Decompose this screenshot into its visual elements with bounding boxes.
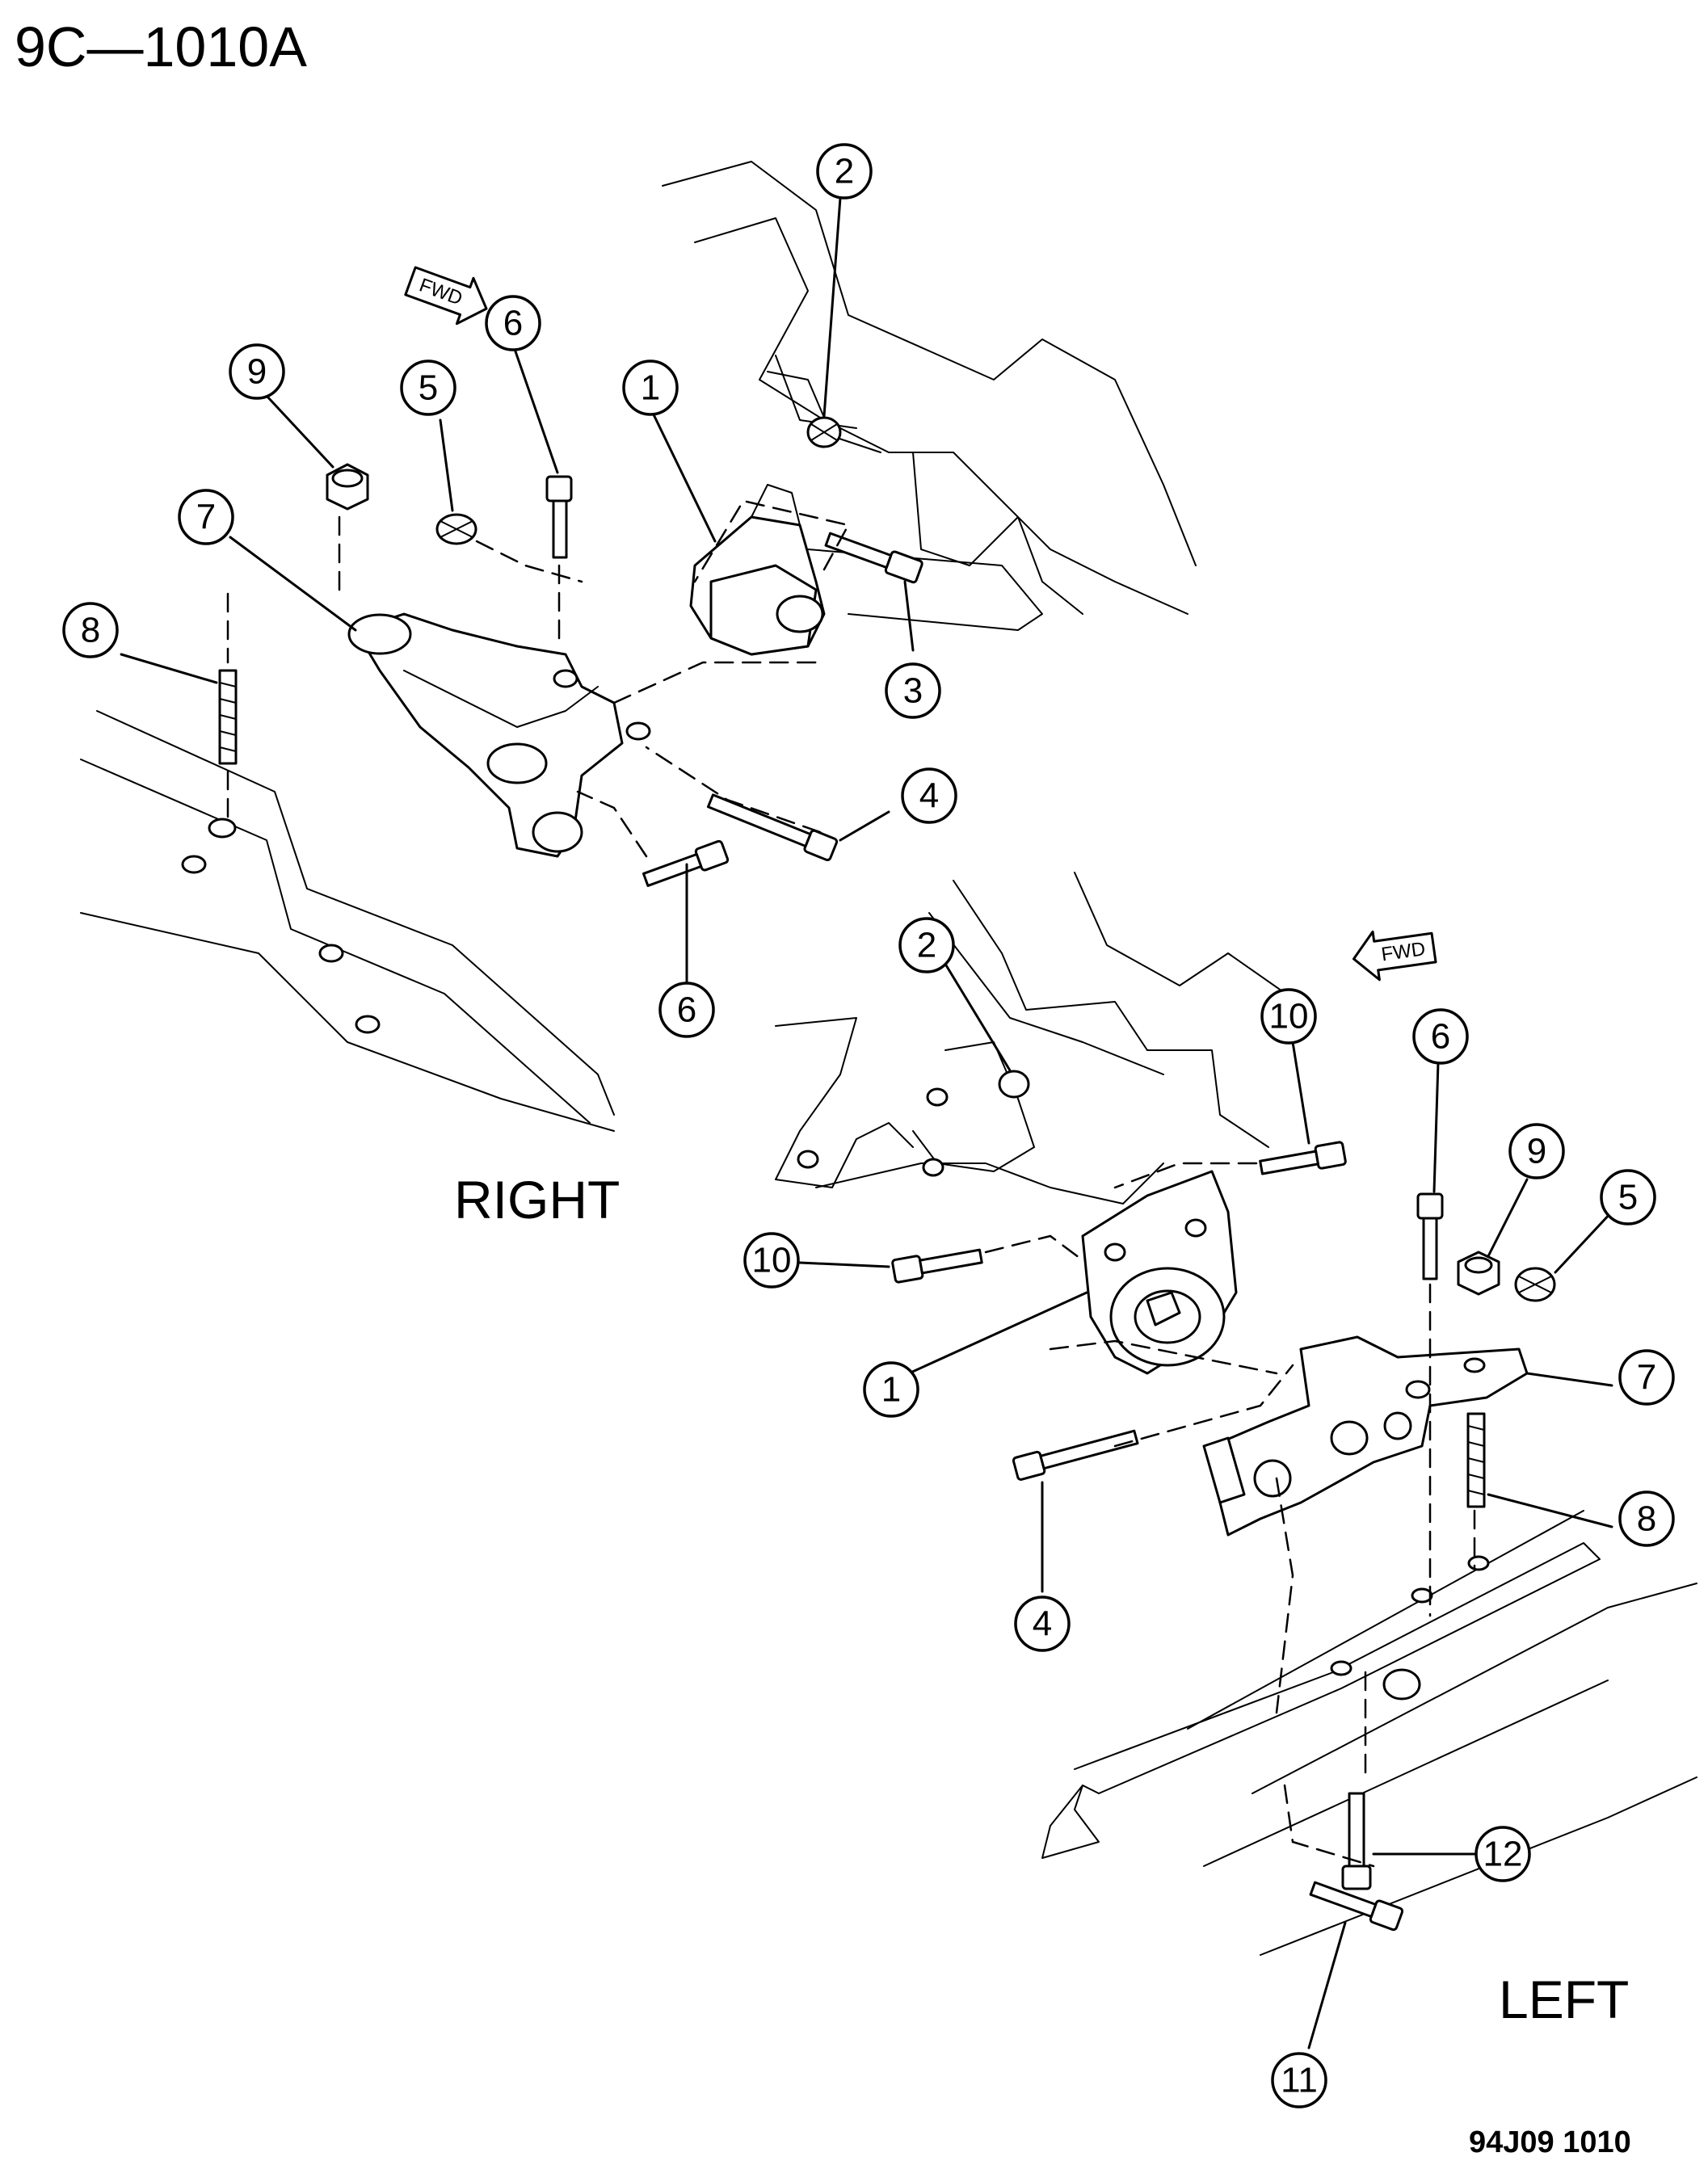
left-frame-rail <box>1041 1510 1697 1956</box>
footer-code: 94J09 1010 <box>1469 2125 1631 2159</box>
left-callout-4: 4 <box>1014 1596 1071 1652</box>
svg-text:4: 4 <box>919 776 939 816</box>
right-callout-7: 7 <box>178 489 234 545</box>
svg-text:2: 2 <box>917 926 936 965</box>
right-bolt-6-top <box>545 475 573 559</box>
left-callout-8: 8 <box>1618 1490 1675 1547</box>
right-bracket <box>347 612 651 858</box>
right-engine-block <box>662 161 1197 631</box>
svg-text:6: 6 <box>1431 1017 1450 1057</box>
left-bolt-6 <box>1416 1192 1444 1280</box>
svg-text:9: 9 <box>247 352 267 392</box>
svg-text:8: 8 <box>1637 1499 1656 1539</box>
right-insulator <box>689 484 826 656</box>
right-fwd-arrow-icon: FWD <box>404 266 488 326</box>
left-callout-1: 1 <box>863 1361 919 1418</box>
left-engine-block <box>775 872 1310 1205</box>
left-nut-2 <box>998 1070 1030 1099</box>
right-nut-9 <box>326 463 369 511</box>
svg-text:5: 5 <box>419 368 438 408</box>
right-callout-2: 2 <box>816 143 873 200</box>
left-callout-9: 9 <box>1508 1123 1565 1179</box>
svg-text:1: 1 <box>641 368 660 408</box>
right-callout-5: 5 <box>400 359 456 416</box>
svg-text:6: 6 <box>677 990 696 1030</box>
svg-text:11: 11 <box>1281 2061 1318 2100</box>
left-insulator <box>1081 1170 1238 1375</box>
left-view: FWD <box>743 872 1697 2108</box>
svg-text:12: 12 <box>1483 1835 1523 1874</box>
left-callout-11: 11 <box>1271 2052 1327 2108</box>
left-callout-10-lower: 10 <box>743 1232 800 1289</box>
right-bolt-4 <box>706 793 839 862</box>
right-callout-4: 4 <box>901 767 957 824</box>
left-nut-9 <box>1457 1251 1500 1296</box>
svg-text:3: 3 <box>903 671 923 711</box>
svg-text:5: 5 <box>1618 1178 1638 1217</box>
right-frame-rail <box>96 710 615 1116</box>
left-callout-2: 2 <box>898 917 955 973</box>
right-frame-holes <box>181 818 381 1034</box>
right-callout-6-top: 6 <box>485 295 541 351</box>
left-bolt-4 <box>1012 1429 1139 1481</box>
left-fwd-arrow-icon: FWD <box>1352 930 1437 982</box>
right-bolt-6-bottom <box>642 839 730 887</box>
svg-text:8: 8 <box>81 611 100 650</box>
left-stud-8 <box>1466 1412 1486 1508</box>
left-bolt-10-upper <box>1259 1141 1347 1175</box>
svg-text:10: 10 <box>1269 997 1309 1036</box>
right-stud <box>218 669 238 765</box>
left-bolt-10-lower <box>891 1248 983 1284</box>
diagram-id: 9C—1010A <box>15 15 307 78</box>
left-view-label: LEFT <box>1499 1970 1629 2029</box>
left-callout-5: 5 <box>1600 1169 1656 1226</box>
svg-text:4: 4 <box>1033 1604 1052 1644</box>
left-bracket <box>1202 1335 1529 1537</box>
svg-text:6: 6 <box>503 304 523 343</box>
right-callout-3: 3 <box>885 662 941 719</box>
left-callout-7: 7 <box>1618 1349 1675 1406</box>
right-view-label: RIGHT <box>454 1170 620 1230</box>
right-callout-8: 8 <box>62 602 119 658</box>
left-bolt-12 <box>1341 1792 1372 1890</box>
right-callout-1: 1 <box>622 359 679 416</box>
right-callout-6-bottom: 6 <box>658 982 715 1038</box>
left-callout-12: 12 <box>1475 1826 1531 1882</box>
svg-text:1: 1 <box>881 1370 901 1410</box>
left-callout-6: 6 <box>1412 1008 1469 1065</box>
svg-text:7: 7 <box>196 498 216 537</box>
right-callout-9: 9 <box>229 343 285 400</box>
right-view: FWD <box>62 143 1197 1230</box>
left-nut-5 <box>1514 1267 1556 1302</box>
svg-text:7: 7 <box>1637 1358 1656 1398</box>
svg-text:10: 10 <box>752 1241 792 1280</box>
right-bolt-3 <box>824 532 923 584</box>
left-bolt-11 <box>1309 1881 1404 1932</box>
right-nut-5 <box>435 513 477 545</box>
left-callout-10-upper: 10 <box>1260 988 1317 1045</box>
svg-text:2: 2 <box>835 152 854 191</box>
svg-text:9: 9 <box>1527 1132 1546 1171</box>
right-nut-2 <box>806 416 842 448</box>
